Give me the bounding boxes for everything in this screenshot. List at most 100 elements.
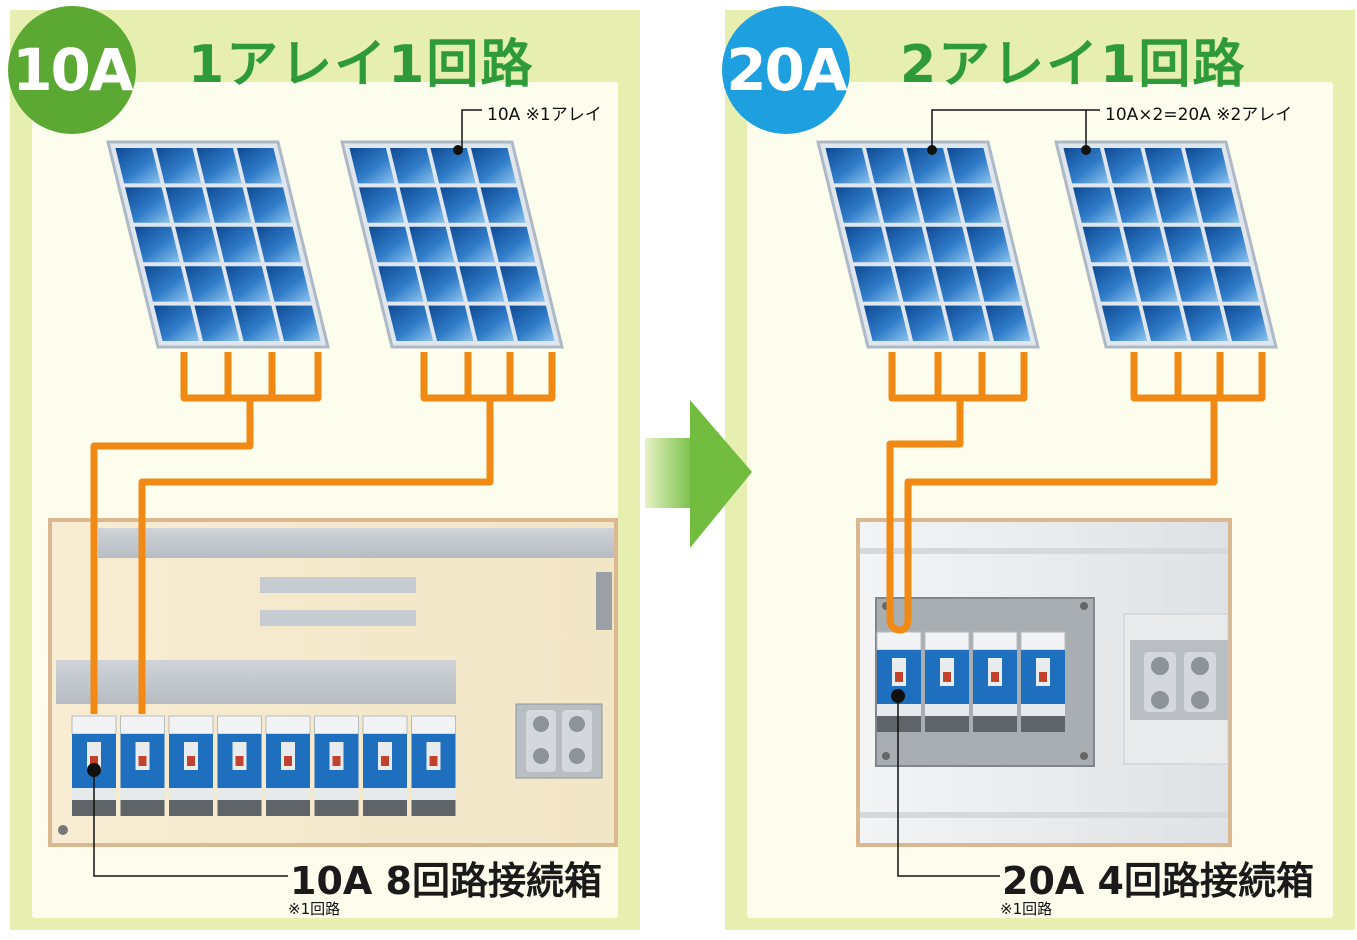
solar-cell (470, 148, 517, 184)
solar-cell (378, 266, 424, 302)
solar-cell (946, 148, 993, 184)
solar-cell (1204, 226, 1250, 263)
solar-cell (1182, 305, 1229, 341)
solar-cell (165, 187, 211, 223)
solar-cell (153, 305, 200, 341)
solar-cell (256, 226, 302, 263)
solar-cell (115, 148, 161, 184)
solar-cell (184, 266, 230, 302)
solar-cell (155, 148, 202, 184)
solar-cell (194, 305, 240, 341)
left-badge: 10A (8, 6, 136, 134)
solar-cell (885, 226, 931, 263)
solar-panels (106, 140, 1278, 349)
solar-cell (418, 266, 464, 302)
solar-cell (499, 266, 545, 302)
solar-cell (236, 148, 283, 184)
solar-cell (916, 187, 962, 223)
solar-cell (1223, 305, 1269, 341)
transition-arrow (645, 400, 752, 548)
solar-cell (196, 148, 242, 184)
right-note: ※1回路 (1000, 900, 1053, 918)
solar-cell (1113, 187, 1159, 223)
wire-right-panel-b-bus (1130, 352, 1266, 402)
solar-cell (906, 148, 952, 184)
solar-cell (1173, 266, 1219, 302)
solar-cell (440, 187, 486, 223)
solar-cell (1103, 148, 1150, 184)
solar-cell (215, 226, 261, 263)
right-breaker (972, 631, 1018, 732)
solar-cell (944, 305, 991, 341)
solar-panel-left-a (106, 140, 330, 349)
left-caption: 10A 8回路接続箱 (290, 859, 602, 903)
solar-panel-right-a (816, 140, 1040, 349)
solar-cell (904, 305, 950, 341)
solar-cell (875, 187, 921, 223)
solar-cell (894, 266, 940, 302)
solar-cell (509, 305, 555, 341)
left-array-callout: 10A ※1アレイ (487, 105, 602, 125)
solar-cell (449, 226, 495, 263)
solar-cell (1194, 187, 1240, 223)
solar-cell (854, 266, 900, 302)
solar-cell (1073, 187, 1119, 223)
wire-right-panel-a-bus (888, 352, 1028, 402)
left-breaker (168, 715, 214, 816)
wire-right-array-b (899, 398, 1218, 634)
solar-cell (1144, 148, 1190, 184)
solar-cell (175, 226, 221, 263)
solar-cell (985, 305, 1031, 341)
solar-cell (234, 305, 281, 341)
solar-cell (428, 305, 474, 341)
right-junction-box (856, 518, 1232, 847)
solar-cell (863, 305, 910, 341)
solar-cell (925, 226, 971, 263)
wiring (90, 352, 1266, 714)
solar-cell (935, 266, 981, 302)
right-breaker (924, 631, 970, 732)
solar-cell (1184, 148, 1231, 184)
wire-right-array-a (886, 398, 964, 634)
solar-cell (265, 266, 311, 302)
wire-left-panel-b-bus (420, 352, 556, 402)
solar-cell (835, 187, 881, 223)
solar-cell (865, 148, 912, 184)
solar-cell (389, 148, 436, 184)
wire-left-array-b (138, 398, 494, 714)
right-badge: 20A (722, 6, 850, 134)
solar-cell (246, 187, 292, 223)
solar-cell (144, 266, 190, 302)
wire-left-panel-a-bus (180, 352, 322, 402)
wire-left-array-a (90, 398, 254, 714)
right-breaker (876, 631, 922, 732)
solar-cell (1132, 266, 1178, 302)
left-breaker (217, 715, 262, 816)
solar-cell (459, 266, 505, 302)
solar-cell (468, 305, 515, 341)
solar-cell (368, 226, 414, 263)
solar-cell (134, 226, 180, 263)
left-breaker (314, 715, 359, 816)
right-array-callout: 10A×2=20A ※2アレイ (1105, 105, 1293, 125)
solar-cell (1063, 148, 1109, 184)
solar-cell (966, 226, 1012, 263)
solar-cell (1142, 305, 1188, 341)
solar-cell (225, 266, 271, 302)
callout-lines (87, 109, 1100, 877)
left-breaker (362, 715, 408, 816)
right-breaker (1020, 631, 1066, 732)
solar-cell (1163, 226, 1209, 263)
solar-cell (975, 266, 1021, 302)
solar-panel-left-b (340, 140, 564, 349)
solar-cell (1082, 226, 1128, 263)
solar-cell (1123, 226, 1169, 263)
solar-cell (387, 305, 434, 341)
left-breaker (71, 715, 117, 816)
solar-cell (844, 226, 890, 263)
breakers (71, 631, 1066, 816)
solar-cell (1101, 305, 1148, 341)
solar-cell (275, 305, 321, 341)
solar-cell (956, 187, 1002, 223)
